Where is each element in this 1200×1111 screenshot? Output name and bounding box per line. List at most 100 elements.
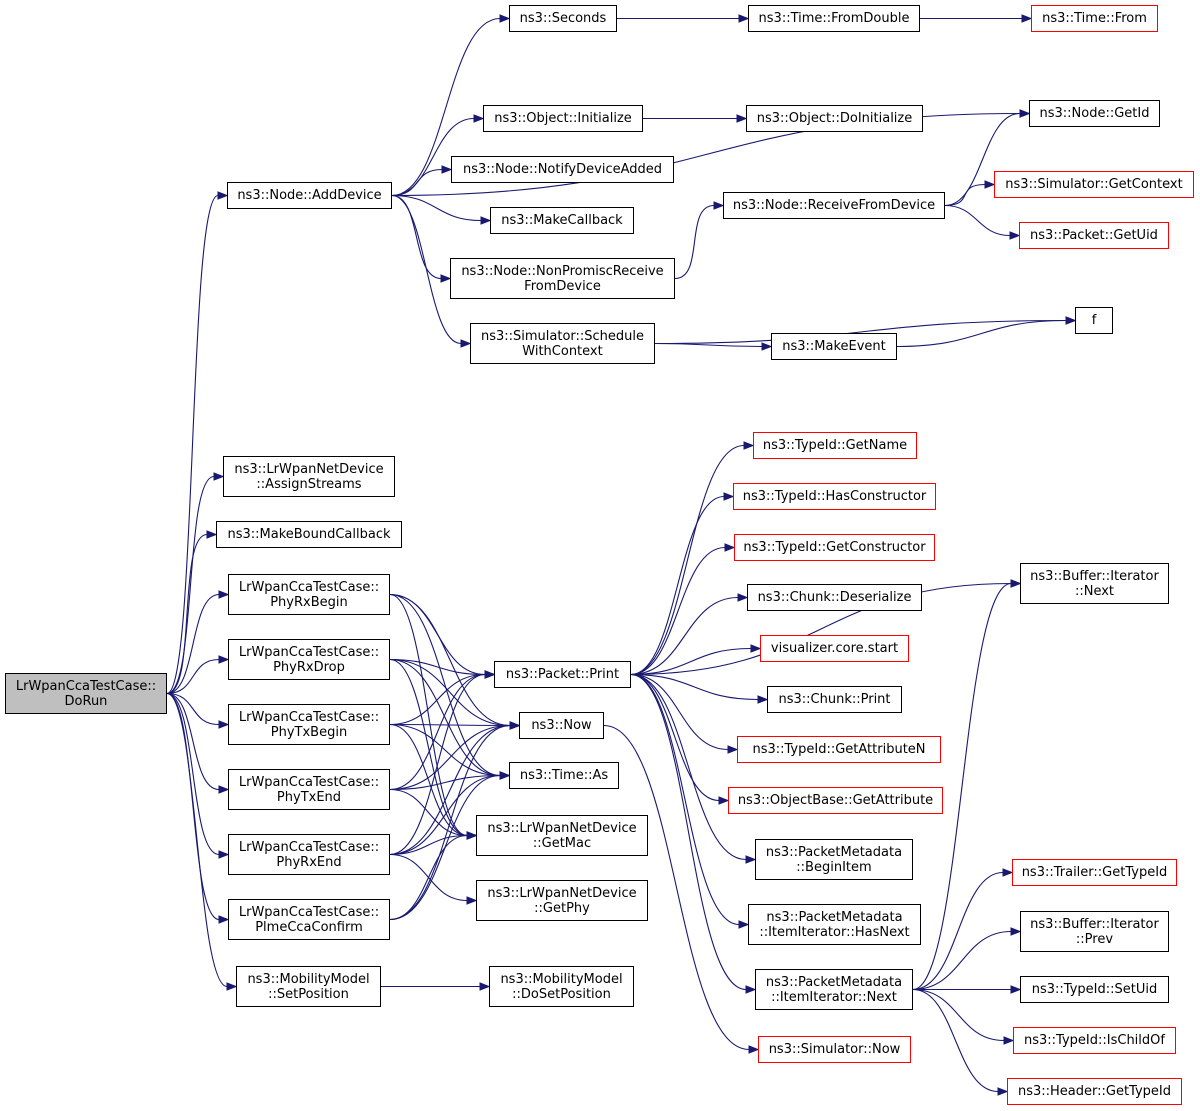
arrowhead-dorun-to-setposition [226,982,238,991]
edge-dorun-to-makeboundcallback [166,533,208,695]
arrowhead-packetprint-to-getname [743,441,755,450]
node-packetprint[interactable]: ns3::Packet::Print [494,661,631,688]
arrowhead-itnext-to-headertype [997,1087,1009,1096]
node-trailertype[interactable]: ns3::Trailer::GetTypeId [1012,859,1177,886]
node-doinit[interactable]: ns3::Object::DoInitialize [746,105,923,132]
edge-dorun-to-phytxbegin [166,692,220,726]
edge-phyrxend-to-now [389,724,511,856]
edge-phyrxbegin-to-getmac [389,593,468,837]
arrowhead-plmeccaconfirm-to-now [509,721,521,730]
edge-itnext-to-bufprev [912,930,1012,991]
node-timefrom[interactable]: ns3::Time::From [1031,5,1158,32]
node-deserialize[interactable]: ns3::Chunk::Deserialize [747,584,922,611]
node-phyrxdrop[interactable]: LrWpanCcaTestCase:: PhyRxDrop [228,639,390,680]
arrowhead-nonpromisc-to-recvfromdev [713,201,725,210]
node-getcontext[interactable]: ns3::Simulator::GetContext [994,171,1194,198]
edge-plmeccaconfirm-to-getmac [389,834,468,921]
node-assignstreams[interactable]: ns3::LrWpanNetDevice ::AssignStreams [223,456,395,497]
edge-adddevice-to-seconds [391,17,501,197]
edge-phyrxdrop-to-now [389,658,511,727]
node-getuid[interactable]: ns3::Packet::GetUid [1019,222,1169,249]
edge-packetprint-to-deserialize [630,596,739,676]
node-makeboundcallback[interactable]: ns3::MakeBoundCallback [216,521,402,548]
arrowhead-packetprint-to-deserialize [737,593,749,602]
node-f[interactable]: f [1075,307,1113,334]
node-bufprev[interactable]: ns3::Buffer::Iterator ::Prev [1020,911,1169,952]
edge-recvfromdev-to-getuid [944,204,1011,237]
arrowhead-dorun-to-phytxend [218,785,230,794]
node-objinit[interactable]: ns3::Object::Initialize [483,105,643,132]
arrowhead-objinit-to-doinit [736,114,748,123]
node-makecallback[interactable]: ns3::MakeCallback [490,207,634,234]
edge-schedwithctx-to-f [654,319,1067,345]
edge-phyrxend-to-packetprint [389,673,486,856]
edge-itnext-to-trailertype [912,871,1004,991]
arrowhead-phyrxend-to-getphy [466,896,478,905]
arrowhead-plmeccaconfirm-to-timeas [499,771,511,780]
arrowhead-schedwithctx-to-makeevent [761,342,773,351]
node-hasnext[interactable]: ns3::PacketMetadata ::ItemIterator::HasN… [748,904,921,945]
edge-makeevent-to-f [896,319,1067,348]
edge-adddevice-to-objinit [391,117,475,197]
arrowhead-itnext-to-bufnext [1010,579,1022,588]
arrowhead-adddevice-to-notifydev [441,165,453,174]
edge-schedwithctx-to-makeevent [654,342,763,348]
edge-dorun-to-phytxend [166,692,220,791]
arrowhead-itnext-to-ischildof [1003,1036,1015,1045]
node-phyrxbegin[interactable]: LrWpanCcaTestCase:: PhyRxBegin [228,574,390,615]
arrowhead-packetprint-to-hasnext [738,920,750,929]
node-getattrn[interactable]: ns3::TypeId::GetAttributeN [737,736,941,763]
edge-phytxbegin-to-packetprint [389,673,486,726]
node-phyrxend[interactable]: LrWpanCcaTestCase:: PhyRxEnd [228,834,390,875]
node-now[interactable]: ns3::Now [519,712,604,739]
node-setposition[interactable]: ns3::MobilityModel ::SetPosition [236,966,381,1007]
node-recvfromdev[interactable]: ns3::Node::ReceiveFromDevice [723,192,945,219]
edge-phytxbegin-to-now [389,723,511,727]
node-notifydev[interactable]: ns3::Node::NotifyDeviceAdded [451,156,674,183]
edge-packetprint-to-getname [630,444,745,676]
node-nonpromisc[interactable]: ns3::Node::NonPromiscReceive FromDevice [450,258,675,299]
node-simnow[interactable]: ns3::Simulator::Now [758,1036,911,1063]
node-headertype[interactable]: ns3::Header::GetTypeId [1007,1078,1182,1105]
node-itnext[interactable]: ns3::PacketMetadata ::ItemIterator::Next [755,969,913,1010]
node-getattr[interactable]: ns3::ObjectBase::GetAttribute [728,787,943,814]
node-plmeccaconfirm[interactable]: LrWpanCcaTestCase:: PlmeCcaConfirm [228,899,390,940]
node-hasctor[interactable]: ns3::TypeId::HasConstructor [733,483,936,510]
node-getname[interactable]: ns3::TypeId::GetName [753,432,917,459]
node-getid[interactable]: ns3::Node::GetId [1029,100,1160,127]
node-getctor[interactable]: ns3::TypeId::GetConstructor [734,534,935,561]
arrowhead-adddevice-to-nonpromisc [440,274,452,283]
arrowhead-phyrxend-to-packetprint [484,670,496,679]
arrowhead-recvfromdev-to-getcontext [984,180,996,189]
node-beginitem[interactable]: ns3::PacketMetadata ::BeginItem [755,839,913,880]
node-phytxbegin[interactable]: LrWpanCcaTestCase:: PhyTxBegin [228,704,390,745]
node-getphy[interactable]: ns3::LrWpanNetDevice ::GetPhy [476,880,648,921]
edge-phytxend-to-now [389,724,511,791]
node-dosetpos[interactable]: ns3::MobilityModel ::DoSetPosition [489,966,634,1007]
node-schedwithctx[interactable]: ns3::Simulator::Schedule WithContext [470,323,655,364]
node-getmac[interactable]: ns3::LrWpanNetDevice ::GetMac [476,815,648,856]
edge-packetprint-to-itnext [630,673,747,991]
edge-nonpromisc-to-recvfromdev [674,204,715,280]
arrowhead-packetprint-to-itnext [745,985,757,994]
node-dorun[interactable]: LrWpanCcaTestCase:: DoRun [5,673,167,714]
node-chunkprint[interactable]: ns3::Chunk::Print [767,686,902,713]
edge-packetprint-to-getctor [630,546,726,676]
edge-dorun-to-adddevice [166,194,219,695]
arrowhead-itnext-to-bufprev [1010,927,1022,936]
arrowhead-dorun-to-makeboundcallback [206,530,218,539]
node-bufnext[interactable]: ns3::Buffer::Iterator ::Next [1020,563,1169,604]
node-setuid[interactable]: ns3::TypeId::SetUid [1020,976,1169,1003]
node-makeevent[interactable]: ns3::MakeEvent [771,333,897,360]
node-phytxend[interactable]: LrWpanCcaTestCase:: PhyTxEnd [228,769,390,810]
node-adddevice[interactable]: ns3::Node::AddDevice [227,182,392,209]
node-seconds[interactable]: ns3::Seconds [509,5,617,32]
arrowhead-packetprint-to-getctor [724,543,736,552]
node-vizstart[interactable]: visualizer.core.start [760,635,909,662]
node-ischildof[interactable]: ns3::TypeId::IsChildOf [1013,1027,1176,1054]
arrowhead-packetprint-to-getattrn [727,745,739,754]
edge-phytxbegin-to-timeas [389,723,501,777]
node-fromdouble[interactable]: ns3::Time::FromDouble [748,5,920,32]
node-timeas[interactable]: ns3::Time::As [509,762,619,789]
